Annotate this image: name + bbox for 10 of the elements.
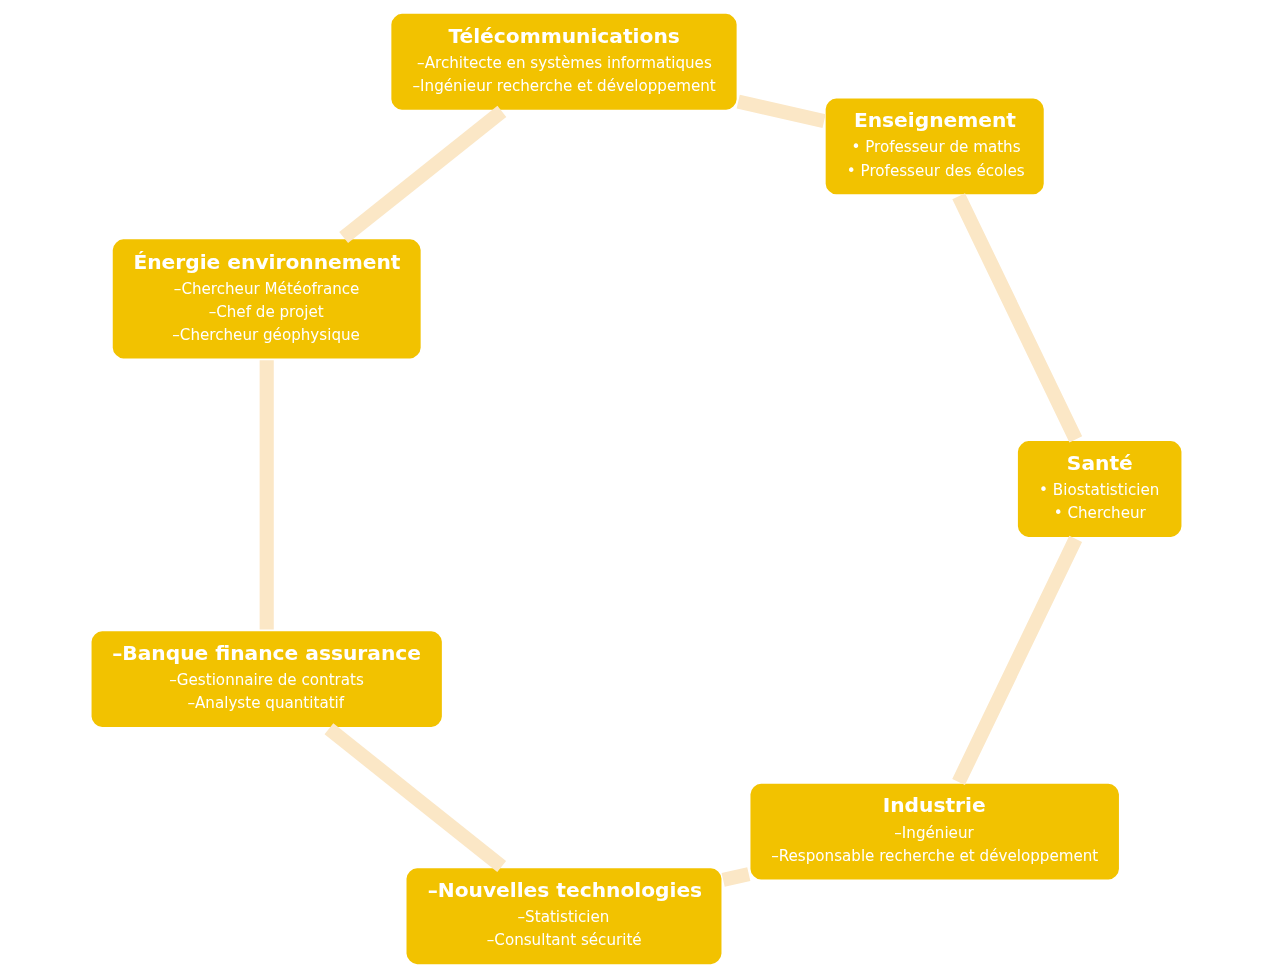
node-box: Enseignement • Professeur de maths • Professeur des écoles bbox=[822, 95, 1047, 198]
connector bbox=[721, 867, 750, 887]
connector bbox=[951, 193, 1082, 443]
connector bbox=[951, 535, 1082, 786]
connector bbox=[736, 94, 826, 129]
node-box: Énergie environnement –Chercheur Météofrance –Chef de projet –Chercheur géophysique bbox=[109, 236, 424, 362]
connector bbox=[324, 723, 506, 873]
node-box: Santé • Biostatisticien • Chercheur bbox=[1014, 438, 1184, 540]
connector bbox=[259, 360, 274, 630]
connector bbox=[338, 105, 506, 244]
